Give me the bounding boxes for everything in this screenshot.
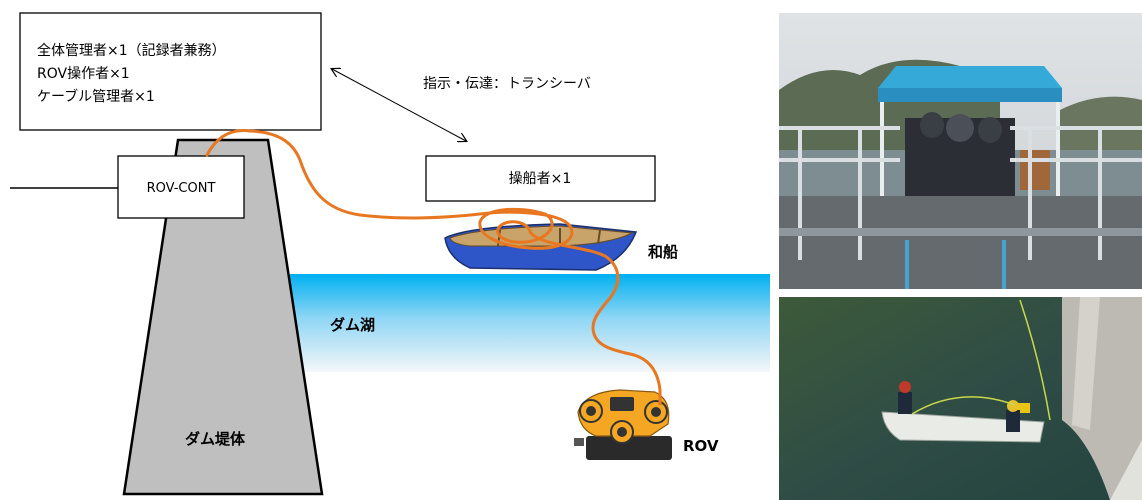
- crew-line-2: ROV操作者×1: [37, 66, 130, 82]
- rov-illustration: [574, 389, 672, 460]
- communication-arrow: [332, 69, 466, 141]
- rov-label: ROV: [683, 437, 719, 455]
- photo-boat-on-reservoir: [779, 297, 1142, 500]
- boat-operator-label: 操船者×1: [509, 171, 572, 187]
- reservoir-water: [290, 274, 770, 372]
- crew-line-3: ケーブル管理者×1: [37, 88, 155, 105]
- reservoir-label: ダム湖: [330, 316, 375, 334]
- crew-line-1: 全体管理者×1（記録者兼務）: [37, 42, 226, 59]
- crew-box: [19, 12, 322, 131]
- boat-label: 和船: [648, 243, 678, 261]
- rov-tether-cable: [205, 129, 662, 406]
- rov-controller-label: ROV-CONT: [147, 181, 216, 196]
- rov-controller-box: [117, 155, 245, 219]
- boat-operator-box: [425, 155, 656, 202]
- communication-label: 指示・伝達：トランシーバ: [423, 76, 591, 92]
- dam-body: [122, 138, 324, 496]
- dam-body-label: ダム堤体: [185, 430, 246, 448]
- photo-dam-crest-tent: [779, 13, 1142, 289]
